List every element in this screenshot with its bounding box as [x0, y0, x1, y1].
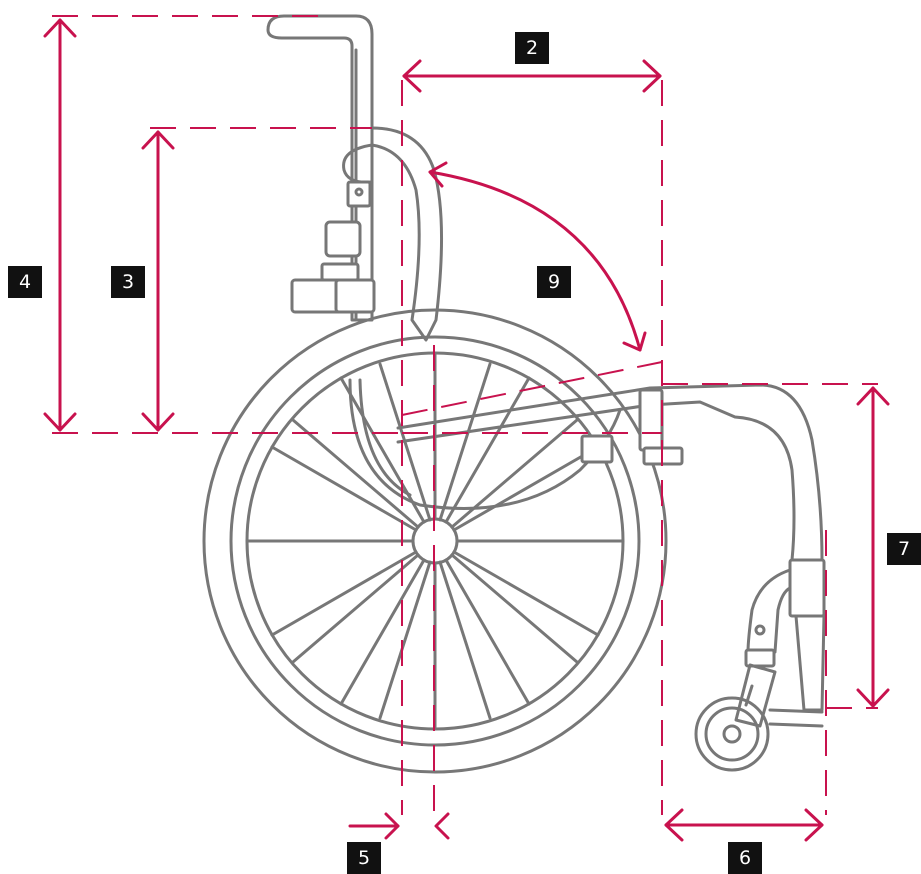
- label-4: 4: [8, 266, 42, 298]
- label-5: 5: [347, 842, 381, 874]
- wheelchair-illustration: [202, 14, 826, 774]
- dimension-arrow-3: [141, 130, 175, 432]
- backpost-clamp: [290, 180, 376, 314]
- seat-frame: [396, 383, 824, 562]
- label-9: 9: [537, 266, 571, 298]
- front-caster: [694, 558, 826, 772]
- label-3: 3: [111, 266, 145, 298]
- backrest: [370, 126, 444, 342]
- label-7: 7: [887, 533, 921, 565]
- rear-wheel: [202, 308, 668, 774]
- dimension-arrow-6: [664, 808, 824, 842]
- dimension-arrow-4: [43, 18, 77, 432]
- dimension-arrow-7: [856, 386, 890, 708]
- dimension-arrow-2: [402, 59, 662, 93]
- dimension-arc-9: [428, 161, 647, 352]
- guide-seat-plane: [401, 361, 663, 416]
- label-2: 2: [515, 32, 549, 64]
- measurement-overlay: [43, 15, 890, 842]
- label-6: 6: [728, 842, 762, 874]
- dimension-arrow-5: [348, 812, 450, 840]
